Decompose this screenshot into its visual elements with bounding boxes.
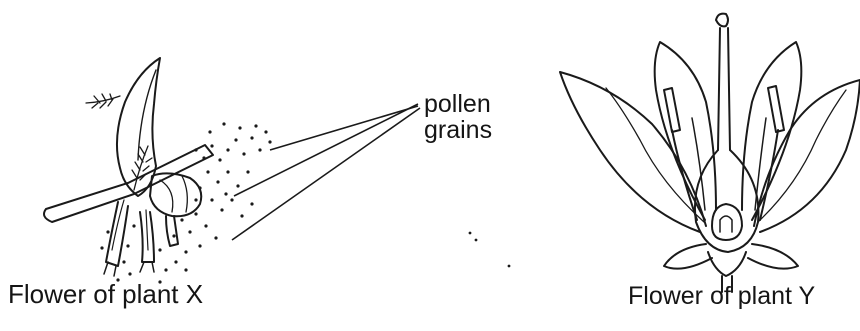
ovule (712, 204, 742, 240)
pollen-leader-lines (232, 104, 420, 240)
stigma (716, 14, 728, 27)
caption-plant-x: Flower of plant X (8, 281, 203, 308)
pollen-grain-cloud (100, 122, 510, 283)
flower-x-glume (150, 173, 201, 216)
receptacle (708, 252, 746, 276)
flower-x-stem (44, 145, 213, 222)
petal-left (560, 72, 706, 232)
sepal-left (664, 244, 712, 269)
sepal-right (748, 244, 798, 269)
pollen-label-line1: pollen (424, 91, 492, 117)
pollen-grains-label: pollen grains (424, 91, 492, 144)
style (718, 28, 730, 150)
petal-back-left (655, 42, 716, 220)
pollen-label-line2: grains (424, 117, 492, 143)
petal-back-right (742, 42, 801, 220)
hanging-anthers (104, 202, 178, 276)
stamen-right (760, 86, 784, 220)
stamen-left (664, 88, 697, 220)
feathery-stigma (86, 94, 120, 108)
caption-plant-y: Flower of plant Y (628, 283, 815, 309)
flower-y-illustration (560, 14, 860, 292)
flower-x-illustration (44, 58, 213, 276)
